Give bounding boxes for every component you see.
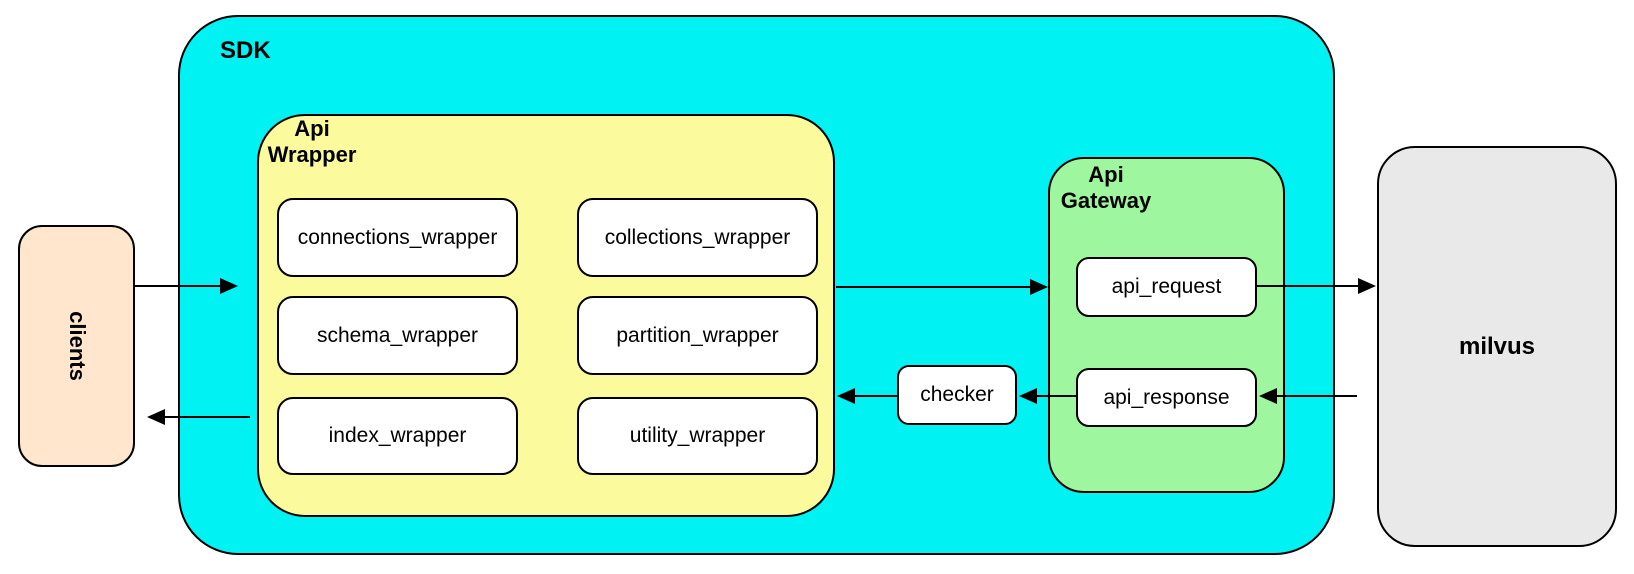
api-request-node: api_request	[1076, 257, 1257, 317]
api-gateway-container	[1048, 157, 1285, 493]
api-gateway-label-line2: Gateway	[1060, 188, 1152, 213]
sdk-label: SDK	[220, 37, 271, 64]
arrowhead-right-icon	[1030, 279, 1048, 295]
arrow-api-request-to-milvus	[1257, 278, 1376, 294]
connections-wrapper-node: connections_wrapper	[277, 198, 518, 277]
arrowhead-right-icon	[220, 278, 238, 294]
arrow-milvus-to-api-response	[1259, 388, 1357, 404]
arrow-line	[855, 395, 897, 397]
api-gateway-label-line1: Api	[1088, 162, 1124, 187]
clients-node: clients	[18, 225, 135, 467]
api-response-node: api_response	[1076, 368, 1257, 427]
partition-wrapper-node: partition_wrapper	[577, 296, 818, 375]
arrow-line	[1037, 395, 1076, 397]
arrow-api-wrapper-to-api-gateway	[836, 279, 1048, 295]
checker-node: checker	[897, 365, 1017, 425]
arrowhead-left-icon	[1259, 388, 1277, 404]
arrowhead-right-icon	[1358, 278, 1376, 294]
arrow-line	[836, 286, 1030, 288]
utility-wrapper-node: utility_wrapper	[577, 397, 818, 475]
index-wrapper-node: index_wrapper	[277, 397, 518, 475]
arrow-clients-to-sdk	[135, 278, 238, 294]
arrow-sdk-to-clients	[147, 409, 250, 425]
schema-wrapper-node: schema_wrapper	[277, 296, 518, 375]
arrow-line	[165, 416, 250, 418]
api-wrapper-label-line1: Api	[294, 116, 330, 141]
arrow-checker-to-api-wrapper	[837, 388, 897, 404]
milvus-node: milvus	[1377, 146, 1617, 547]
api-wrapper-label-line2: Wrapper	[267, 142, 357, 167]
clients-label: clients	[64, 311, 90, 381]
collections-wrapper-node: collections_wrapper	[577, 198, 818, 277]
arrow-line	[1257, 285, 1358, 287]
api-gateway-label: Api Gateway	[1050, 162, 1162, 214]
arrowhead-left-icon	[837, 388, 855, 404]
arrowhead-left-icon	[147, 409, 165, 425]
arrowhead-left-icon	[1019, 388, 1037, 404]
arrow-line	[135, 285, 220, 287]
arrow-api-response-to-checker	[1019, 388, 1076, 404]
milvus-label: milvus	[1458, 332, 1536, 360]
api-wrapper-label: Api Wrapper	[259, 116, 365, 168]
arrow-line	[1277, 395, 1357, 397]
